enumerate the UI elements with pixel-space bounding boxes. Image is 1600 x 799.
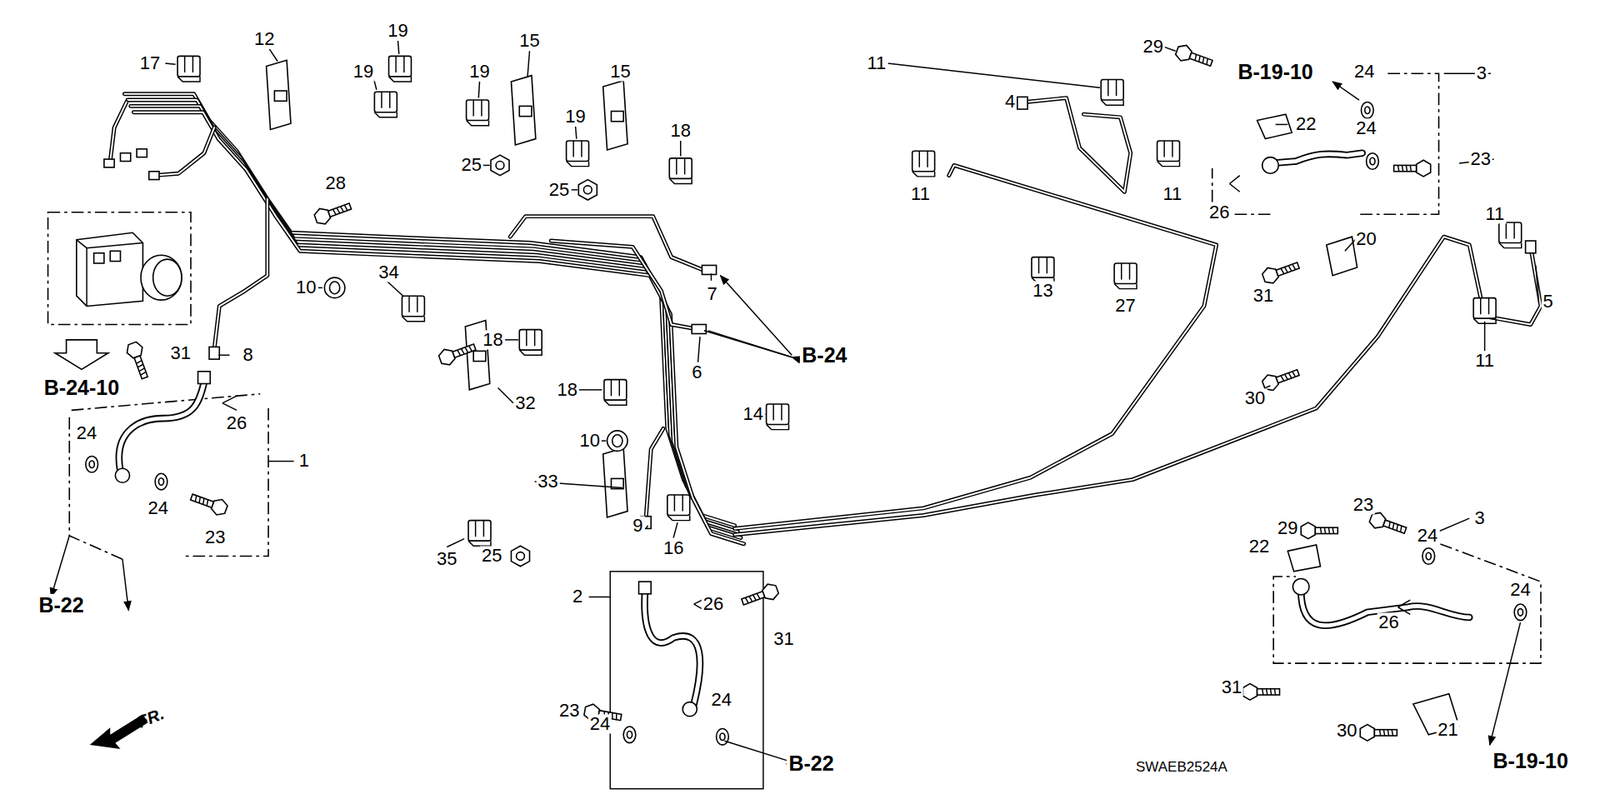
callout-number: 23 (1468, 149, 1492, 169)
callout-number: 24 (146, 498, 170, 518)
callout-number: 26 (1207, 202, 1231, 222)
callout-number: 34 (376, 262, 400, 282)
callout-number: 19 (351, 61, 375, 81)
callout-number: 27 (1113, 296, 1137, 316)
callout-number: 15 (517, 30, 541, 50)
callout-number: 18 (668, 120, 692, 140)
rear-hose-set (1174, 43, 1440, 394)
callout-number: 24 (1354, 119, 1378, 139)
callout-number: 26 (701, 594, 725, 614)
callout-number: 25 (547, 180, 571, 200)
callout-number: 2 (570, 587, 585, 607)
callout-number: 18 (480, 330, 505, 350)
brake-tubes (110, 94, 1541, 545)
front-hose-set (583, 571, 796, 790)
callout-number: 31 (168, 343, 192, 363)
callout-number: 12 (252, 29, 276, 49)
callout-number: 9 (630, 515, 645, 535)
callout-number: 8 (240, 345, 255, 365)
callout-number: 14 (740, 405, 765, 425)
callout-number: 11 (909, 184, 932, 204)
callout-number: 25 (459, 155, 483, 175)
callout-number: 24 (1508, 580, 1532, 600)
callout-number: 10 (578, 430, 602, 450)
callout-number: 24 (75, 424, 99, 444)
clips-and-brackets (177, 55, 1522, 566)
callout-number: 17 (138, 53, 162, 73)
reference-code: B-19-10 (1491, 750, 1570, 772)
callout-number: 3 (1472, 508, 1486, 528)
tube-fittings (104, 96, 1536, 529)
callout-number: 22 (1294, 115, 1318, 135)
callout-number: 24 (1352, 61, 1376, 81)
callout-number: 19 (563, 106, 587, 126)
callout-number: 30 (1335, 720, 1359, 740)
callout-number: 15 (608, 61, 632, 81)
reference-code: B-22 (786, 752, 835, 775)
callout-number: 24 (588, 715, 612, 735)
front-indicator: FR. (133, 705, 168, 733)
callout-number: 13 (1030, 280, 1055, 300)
callout-number: 30 (1243, 388, 1267, 408)
callout-number: 31 (1220, 678, 1244, 698)
callout-number: 20 (1354, 229, 1378, 249)
callout-number: 6 (690, 362, 704, 382)
callout-number: 24 (709, 690, 733, 710)
callout-number: 11 (865, 53, 888, 73)
callout-number: 31 (1251, 286, 1275, 306)
callout-number: 32 (513, 393, 537, 413)
callout-number: 33 (535, 471, 560, 491)
reference-code: B-24 (800, 344, 849, 366)
callout-number: 19 (467, 61, 491, 81)
reference-code: B-19-10 (1235, 60, 1315, 83)
callout-number: 35 (435, 549, 459, 569)
callout-number: 26 (1376, 612, 1400, 632)
callout-number: 21 (1435, 720, 1460, 740)
reference-code: B-22 (36, 594, 85, 616)
callout-number: 24 (1415, 525, 1440, 545)
callout-number: 28 (324, 174, 348, 194)
callout-number: 16 (661, 538, 685, 558)
callout-number: 1 (297, 451, 311, 471)
leader-lines (165, 40, 1539, 598)
callout-number: 23 (1351, 495, 1375, 515)
callout-number: 10 (294, 278, 318, 298)
callout-number: 25 (480, 546, 504, 566)
callout-number: 5 (1540, 292, 1555, 312)
callout-number: 18 (555, 380, 580, 400)
reference-code: B-24-10 (42, 376, 121, 399)
callout-number: 29 (1140, 37, 1165, 57)
callout-number: 11 (1473, 351, 1496, 371)
rear-hose-set (1242, 510, 1541, 745)
callout-number: 11 (1483, 205, 1506, 225)
callout-number: 31 (771, 629, 795, 649)
callout-number: 3 (1475, 64, 1489, 84)
diagram-code: SWAEB2524A (1134, 760, 1230, 775)
callout-number: 4 (1003, 92, 1017, 112)
callout-number: 26 (225, 414, 249, 434)
callout-number: 29 (1275, 519, 1300, 539)
callout-number: 11 (1161, 184, 1185, 204)
callout-number: 19 (385, 20, 410, 40)
callout-number: 7 (705, 284, 720, 304)
callout-number: 22 (1247, 537, 1271, 557)
callout-number: 23 (557, 701, 581, 721)
callout-number: 23 (203, 528, 227, 548)
